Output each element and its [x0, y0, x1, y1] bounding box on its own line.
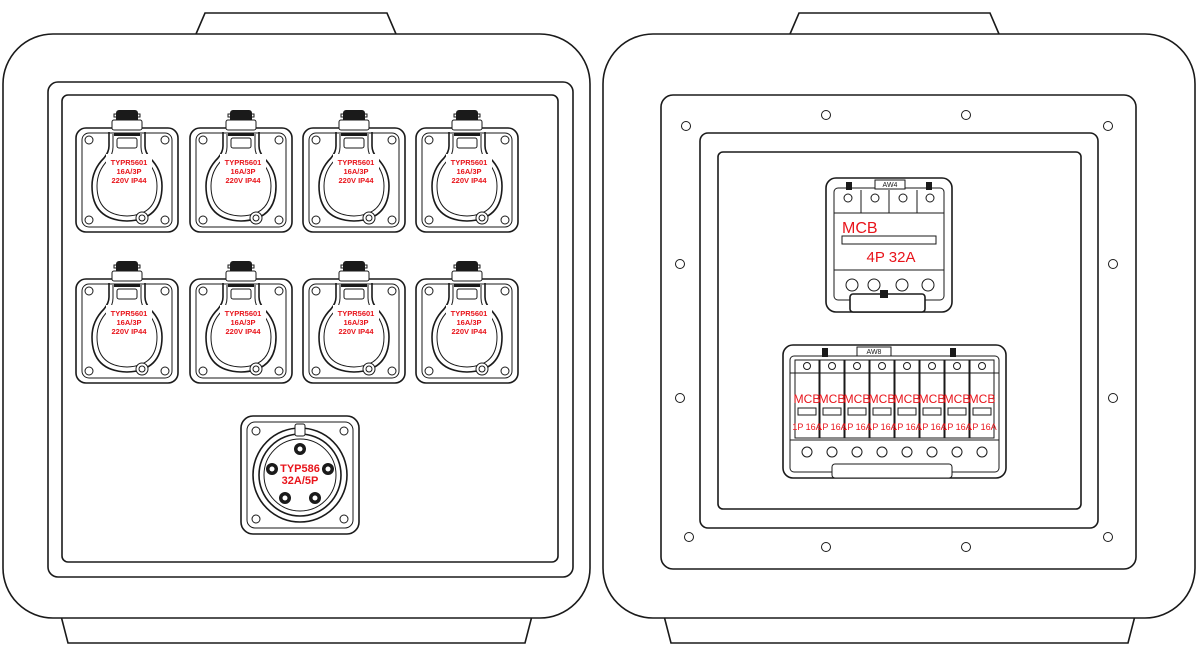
socket-8-label-line3: 220V IP44 — [451, 327, 487, 336]
left-box-handle — [195, 12, 397, 35]
socket-6-label-line1: TYPR5601 — [225, 309, 262, 318]
right-box — [602, 12, 1196, 644]
inlet-label-line2: 32A/5P — [282, 475, 319, 487]
branch-breaker-4-rating: 1P 16A — [867, 422, 896, 432]
socket-1-label-line1: TYPR5601 — [111, 158, 148, 167]
right-box-panel-inner — [717, 151, 1082, 510]
branch-breaker-5: MCB 1P 16A — [892, 359, 922, 458]
left-box-panel-outer — [47, 81, 574, 578]
socket-5-label-line2: 16A/3P — [116, 318, 141, 327]
socket-4: TYPR5601 16A/3P 220V IP44 — [415, 109, 519, 233]
socket-2-label-line1: TYPR5601 — [225, 158, 262, 167]
branch-breaker-1: MCB 1P 16A — [792, 359, 822, 458]
socket-4-label-line1: TYPR5601 — [451, 158, 488, 167]
left-box-foot — [59, 611, 534, 644]
branch-breaker-1-rating: 1P 16A — [792, 422, 821, 432]
main-breaker-tag: AW4 — [883, 182, 898, 189]
branch-breaker-8-title: MCB — [969, 392, 996, 406]
branch-breaker-4-title: MCB — [869, 392, 896, 406]
socket-6-label-line2: 16A/3P — [230, 318, 255, 327]
main-breaker-title: MCB — [842, 220, 878, 237]
socket-8: TYPR5601 16A/3P 220V IP44 — [415, 260, 519, 384]
socket-8-label-line2: 16A/3P — [456, 318, 481, 327]
right-box-body — [602, 33, 1196, 619]
socket-1-label-line2: 16A/3P — [116, 167, 141, 176]
branch-breaker-7: MCB 1P 16A — [942, 359, 972, 458]
socket-2-label-line2: 16A/3P — [230, 167, 255, 176]
right-box-panel-mid — [699, 132, 1099, 529]
socket-7-label-line3: 220V IP44 — [338, 327, 374, 336]
socket-5-label-line1: TYPR5601 — [111, 309, 148, 318]
branch-breaker-4: MCB 1P 16A — [867, 359, 897, 458]
branch-breaker-3: MCB 1P 16A — [842, 359, 872, 458]
socket-7: TYPR5601 16A/3P 220V IP44 — [302, 260, 406, 384]
branch-breaker-2-title: MCB — [819, 392, 846, 406]
socket-4-label-line2: 16A/3P — [456, 167, 481, 176]
branch-breaker-6-rating: 1P 16A — [917, 422, 946, 432]
branch-breaker-2: MCB 1P 16A — [817, 359, 847, 458]
socket-6: TYPR5601 16A/3P 220V IP44 — [189, 260, 293, 384]
socket-3-label-line3: 220V IP44 — [338, 176, 374, 185]
main-breaker-enclosure: AW4 MCB 4P 32A — [825, 177, 953, 313]
branch-breaker-3-rating: 1P 16A — [842, 422, 871, 432]
branch-breaker-8-rating: 1P 16A — [967, 422, 996, 432]
socket-1: TYPR5601 16A/3P 220V IP44 — [75, 109, 179, 233]
right-box-foot — [662, 611, 1137, 644]
branch-breaker-3-title: MCB — [844, 392, 871, 406]
socket-2: TYPR5601 16A/3P 220V IP44 — [189, 109, 293, 233]
branch-breaker-6-title: MCB — [919, 392, 946, 406]
branch-breaker-7-rating: 1P 16A — [942, 422, 971, 432]
panel-screws — [675, 110, 1118, 552]
socket-3-label-line1: TYPR5601 — [338, 158, 375, 167]
socket-8-label-line1: TYPR5601 — [451, 309, 488, 318]
inlet-label-line1: TYP586 — [280, 463, 320, 475]
socket-3: TYPR5601 16A/3P 220V IP44 — [302, 109, 406, 233]
socket-1-label-line3: 220V IP44 — [111, 176, 147, 185]
branch-breaker-8: MCB 1P 16A — [967, 359, 997, 458]
socket-7-label-line2: 16A/3P — [343, 318, 368, 327]
branch-breaker-tag: AW8 — [867, 349, 882, 356]
branch-breaker-1-title: MCB — [794, 392, 821, 406]
right-box-panel-outer — [660, 94, 1137, 570]
socket-3-label-line2: 16A/3P — [343, 167, 368, 176]
left-box-panel-inner — [61, 94, 559, 563]
main-breaker-rating: 4P 32A — [867, 249, 916, 266]
socket-5: TYPR5601 16A/3P 220V IP44 — [75, 260, 179, 384]
branch-breaker-5-title: MCB — [894, 392, 921, 406]
branch-breaker-5-rating: 1P 16A — [892, 422, 921, 432]
socket-4-label-line3: 220V IP44 — [451, 176, 487, 185]
branch-breaker-7-title: MCB — [944, 392, 971, 406]
right-box-handle — [789, 12, 1000, 35]
socket-5-label-line3: 220V IP44 — [111, 327, 147, 336]
socket-2-label-line3: 220V IP44 — [225, 176, 261, 185]
inlet-plug: TYP586 32A/5P — [240, 415, 360, 535]
branch-breaker-6: MCB 1P 16A — [917, 359, 947, 458]
branch-breaker-2-rating: 1P 16A — [817, 422, 846, 432]
socket-7-label-line1: TYPR5601 — [338, 309, 375, 318]
socket-6-label-line3: 220V IP44 — [225, 327, 261, 336]
